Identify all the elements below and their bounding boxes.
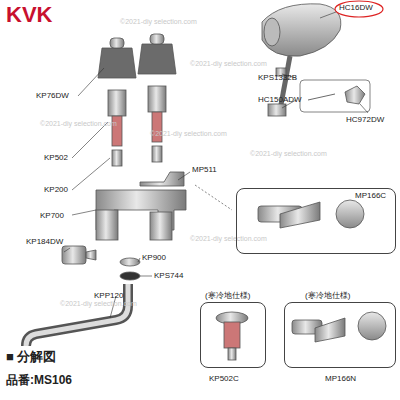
watermark: ©2021-diy selection.com xyxy=(250,150,327,157)
part-number: KP900 xyxy=(142,254,166,262)
part-number: HC972DW xyxy=(346,116,384,124)
spec-heading: (寒冷地仕様) xyxy=(205,292,250,300)
part-number: KP200 xyxy=(44,186,68,194)
watermark: ©2021-diy selection.com xyxy=(120,18,197,25)
part-number: KP76DW xyxy=(36,92,69,100)
part-number: KP502 xyxy=(44,154,68,162)
part-number: KP502C xyxy=(209,375,239,383)
spec-heading: (寒冷地仕様) xyxy=(305,292,350,300)
part-number: MP511 xyxy=(192,166,217,174)
parts-group-box: (寒冷地仕様)KP502C xyxy=(200,302,266,368)
model-number: 品番:MS106 xyxy=(6,374,72,386)
watermark: ©2021-diy selection.com xyxy=(40,120,117,127)
part-number: MP166N xyxy=(325,375,356,383)
section-heading: ■ 分解図 xyxy=(6,350,56,363)
part-number: KPS744 xyxy=(154,272,183,280)
part-number: HC150ADW xyxy=(258,96,302,104)
part-number: KPP120 xyxy=(94,292,123,300)
part-number: HC16DW xyxy=(339,4,373,12)
brand-logo: KVK xyxy=(6,4,52,26)
part-number: KPS1332B xyxy=(258,74,297,82)
parts-group-box: (寒冷地仕様)MP166N xyxy=(284,302,396,368)
part-number: KP184DW xyxy=(26,238,63,246)
watermark: ©2021-diy selection.com xyxy=(190,60,267,67)
parts-group-box: MP166C xyxy=(236,188,396,254)
watermark: ©2021-diy selection.com xyxy=(150,130,227,137)
part-number: KP700 xyxy=(40,212,64,220)
part-number: MP166C xyxy=(355,192,386,200)
watermark: ©2021-diy selection.com xyxy=(60,300,137,307)
watermark: ©2021-diy selection.com xyxy=(190,235,267,242)
